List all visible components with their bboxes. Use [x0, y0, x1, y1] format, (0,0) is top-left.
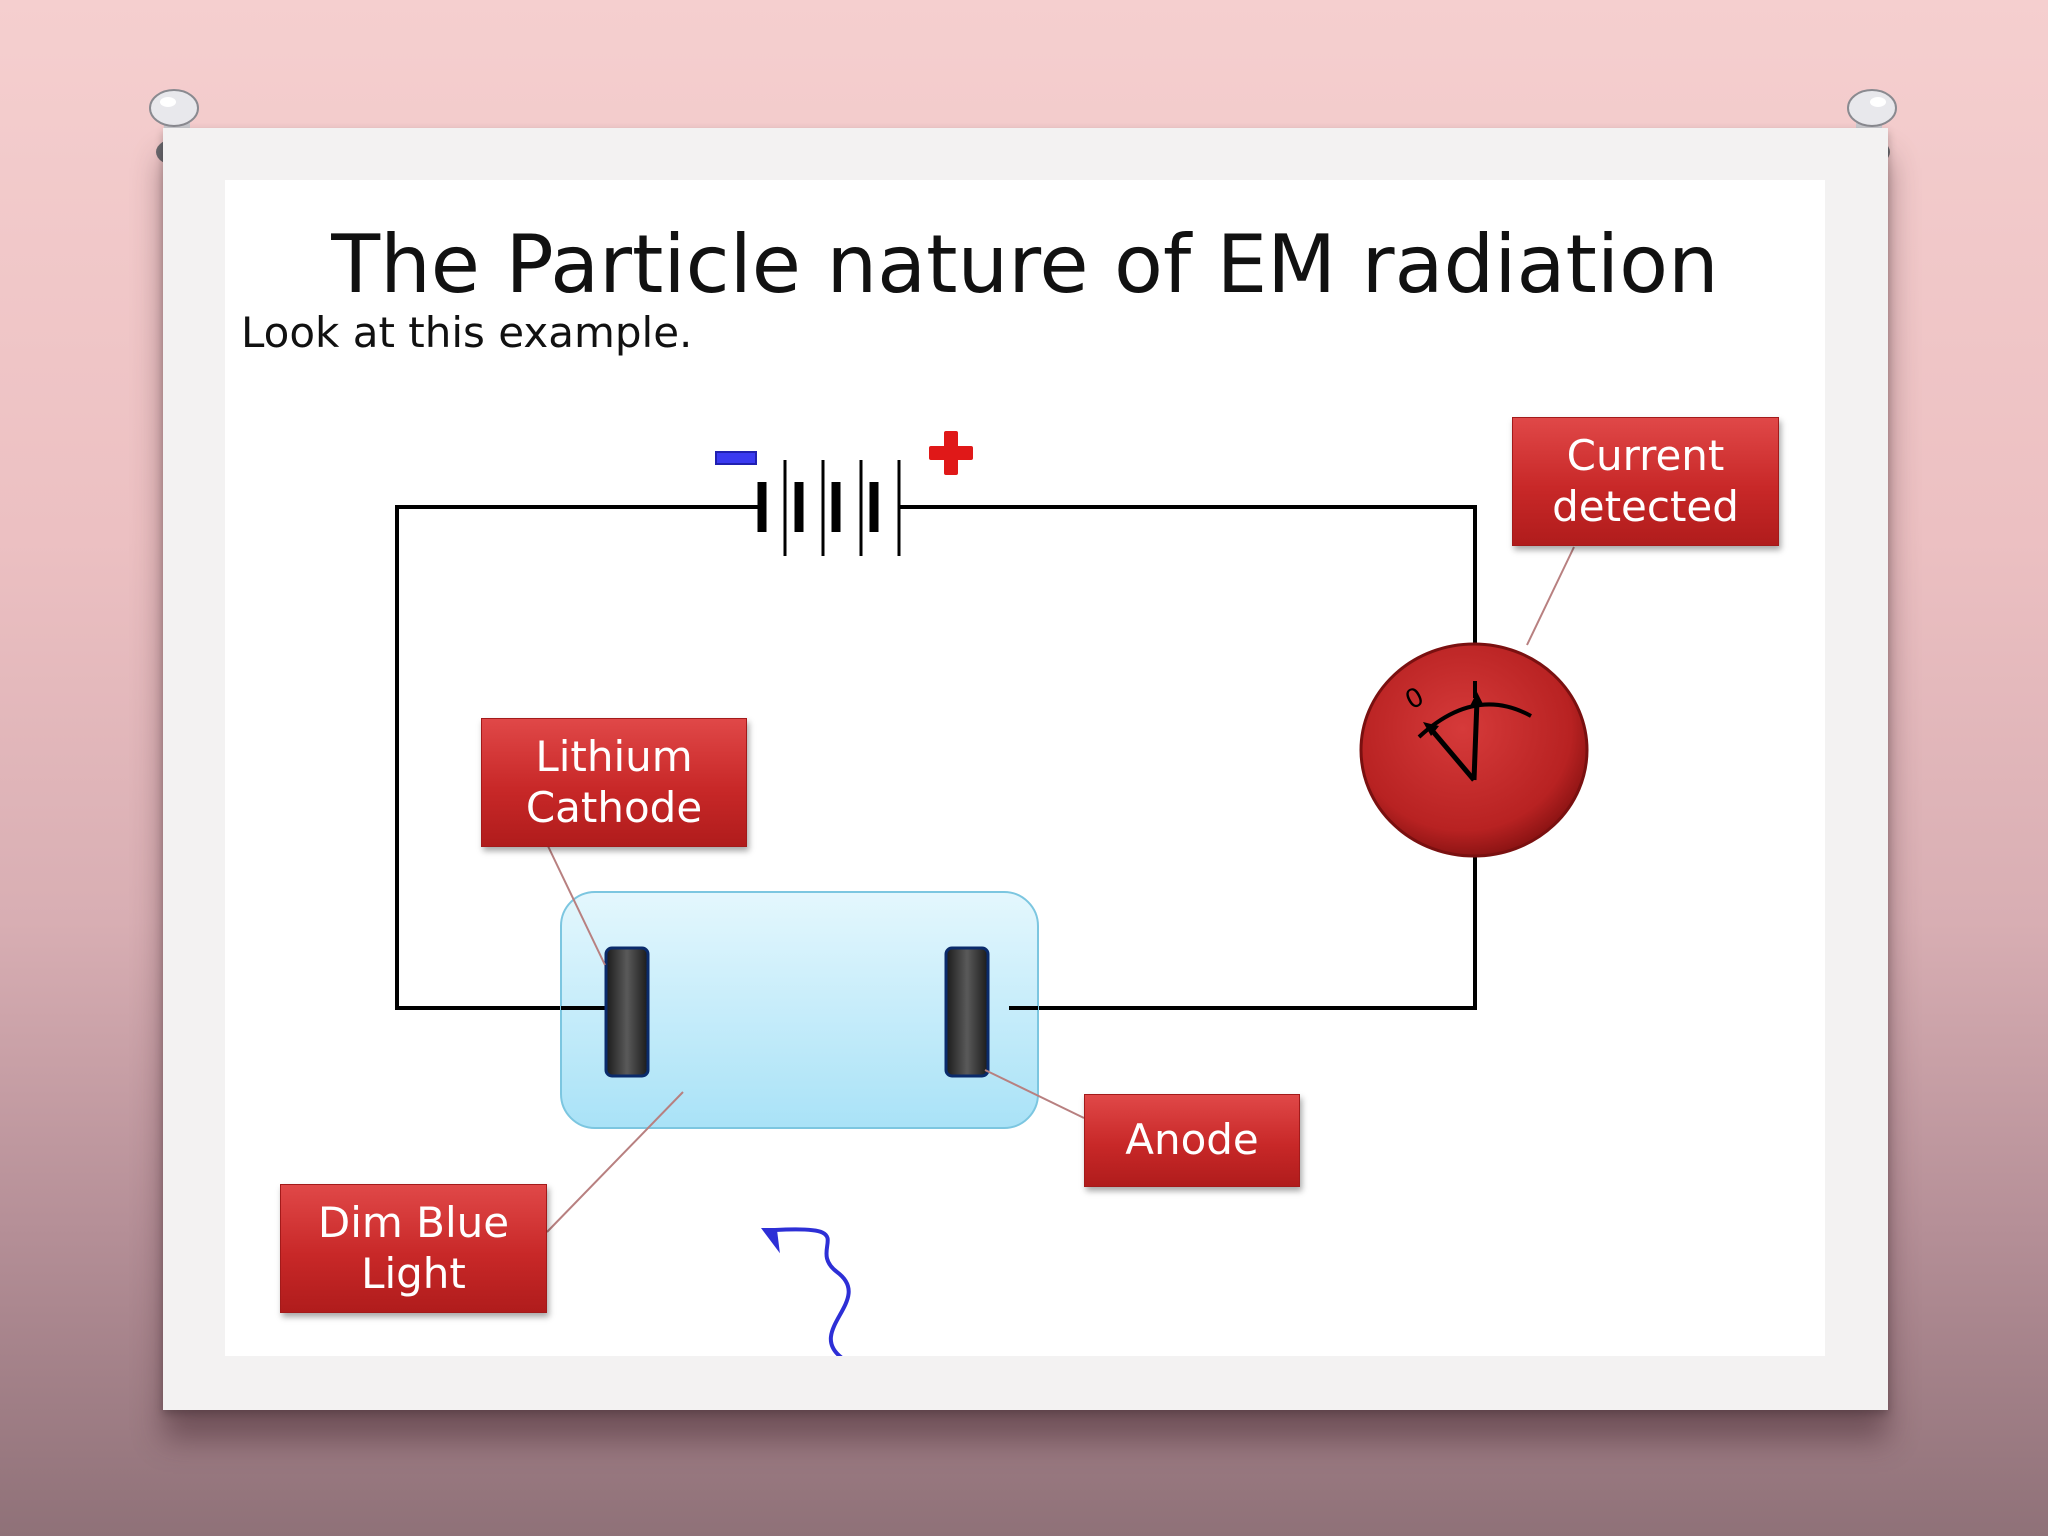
- plus-sign-icon: [929, 431, 973, 475]
- ammeter-icon: [1359, 642, 1589, 858]
- cathode-plate: [604, 946, 650, 1078]
- battery-icon: [757, 460, 941, 556]
- dim-blue-light-label: Dim Blue Light: [280, 1184, 547, 1313]
- slide-subtitle: Look at this example.: [241, 308, 693, 357]
- slide-content: The Particle nature of EM radiation Look…: [225, 180, 1825, 1356]
- anode-label: Anode: [1084, 1094, 1300, 1187]
- anode-plate: [944, 946, 990, 1078]
- callout-lines: [546, 546, 1575, 1233]
- light-wave-icon: [761, 1227, 851, 1356]
- current-detected-label: Current detected: [1512, 417, 1779, 546]
- minus-sign-icon: [715, 451, 757, 465]
- lithium-cathode-label: Lithium Cathode: [481, 718, 747, 847]
- circuit-wires: [395, 505, 1477, 1010]
- slide-frame: The Particle nature of EM radiation Look…: [163, 128, 1888, 1410]
- circuit-diagram: 0: [395, 431, 1589, 1356]
- slide-title: The Particle nature of EM radiation: [331, 218, 1719, 311]
